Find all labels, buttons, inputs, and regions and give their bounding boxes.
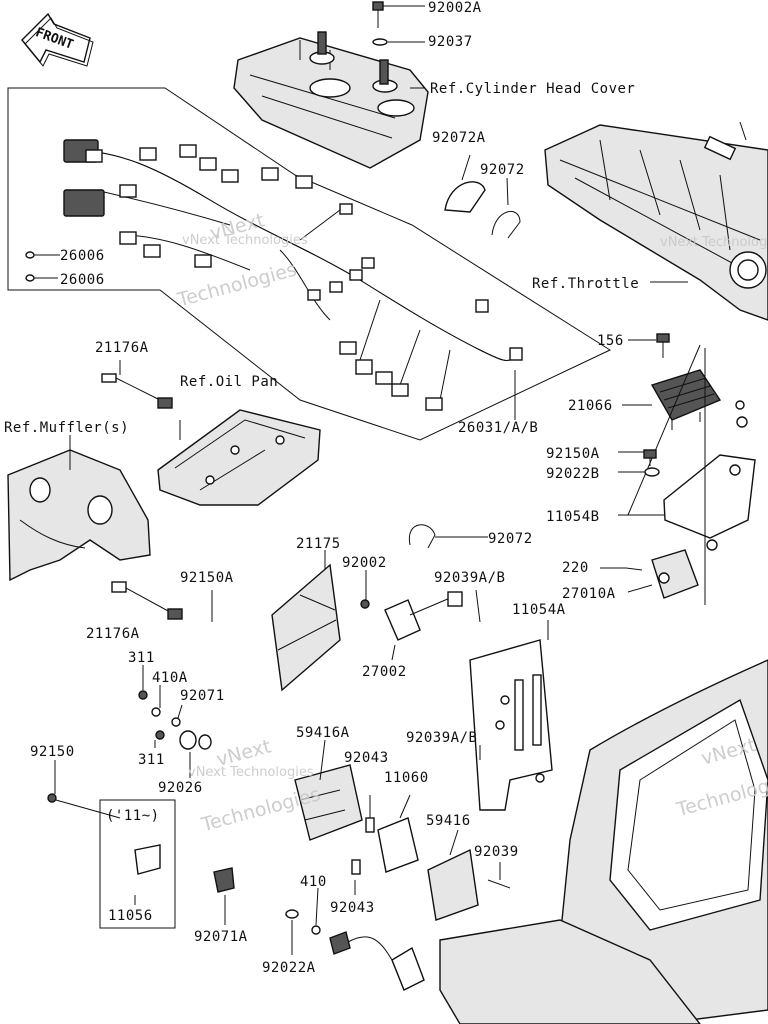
label-92022A: 92022A xyxy=(262,960,316,976)
sensor-21176A-top xyxy=(101,360,173,409)
label-27010A: 27010A xyxy=(562,586,616,602)
bolt-92002 xyxy=(360,599,370,609)
relay-27010A xyxy=(651,549,699,599)
frame xyxy=(559,659,768,1021)
collar-92043-a xyxy=(365,817,375,833)
label-59416A: 59416A xyxy=(296,725,350,741)
watermark-full-3: vNext Technologies xyxy=(660,235,768,250)
label-11054B: 11054B xyxy=(546,509,600,525)
screw-220 xyxy=(625,567,643,571)
label-92150A-right: 92150A xyxy=(546,446,600,462)
label-92039: 92039 xyxy=(474,844,519,860)
clamp-92072 xyxy=(491,177,521,239)
case-59416A xyxy=(294,764,363,841)
label-410A: 410A xyxy=(152,670,188,686)
grommet-92071 xyxy=(171,717,181,727)
part-labels: 92002A 92037 Ref.Cylinder Head Cover 920… xyxy=(4,0,639,976)
label-92071: 92071 xyxy=(180,688,225,704)
bracket-11054A xyxy=(469,639,553,811)
regulator-21066 xyxy=(650,369,748,430)
bottom-frame xyxy=(439,919,701,1024)
label-92072-top: 92072 xyxy=(480,162,525,178)
label-26031: 26031/A/B xyxy=(458,420,538,436)
label-92002A: 92002A xyxy=(428,0,482,16)
label-ref-cylinder-head-cover: Ref.Cylinder Head Cover xyxy=(430,81,635,97)
label-311-b: 311 xyxy=(138,752,165,768)
clip-26006 xyxy=(25,251,58,282)
label-26006-b: 26006 xyxy=(60,272,105,288)
label-92002: 92002 xyxy=(342,555,387,571)
bracket-11054B xyxy=(627,344,756,605)
gasket-11060 xyxy=(377,817,419,873)
collar-92026 xyxy=(179,730,212,750)
clamp-92072-mid xyxy=(408,524,436,549)
label-92150A-left: 92150A xyxy=(180,570,234,586)
collar-92043-b xyxy=(351,859,361,875)
label-ref-oil-pan: Ref.Oil Pan xyxy=(180,374,278,390)
washer-92022A xyxy=(285,909,299,919)
label-21066: 21066 xyxy=(568,398,613,414)
label-156: 156 xyxy=(597,333,624,349)
label-92043-a: 92043 xyxy=(344,750,389,766)
bolt-92039 xyxy=(487,879,511,889)
label-11-note: ('11~) xyxy=(106,808,160,824)
bracket-11056 xyxy=(99,799,176,929)
watermark-company: Technologies xyxy=(174,258,299,311)
sensor-bottom xyxy=(329,931,425,991)
throttle-body xyxy=(544,121,768,321)
label-92071A: 92071A xyxy=(194,929,248,945)
nut-410A xyxy=(151,707,161,717)
label-ref-muffler: Ref.Muffler(s) xyxy=(4,420,129,436)
label-21176A-bottom: 21176A xyxy=(86,626,140,642)
label-11056: 11056 xyxy=(108,908,153,924)
nut-311-a xyxy=(138,690,148,700)
leader-lines xyxy=(54,5,688,955)
grommet-92071A xyxy=(213,867,235,893)
bolt-92002A xyxy=(372,1,388,46)
watermark-full: vNext Technologies xyxy=(182,233,308,248)
oil-pan xyxy=(157,409,321,506)
label-92037: 92037 xyxy=(428,34,473,50)
relay-27002 xyxy=(384,591,463,641)
nut-311-b xyxy=(155,730,165,740)
label-11054A: 11054A xyxy=(512,602,566,618)
label-92022B: 92022B xyxy=(546,466,600,482)
label-92026: 92026 xyxy=(158,780,203,796)
bolt-156 xyxy=(656,333,670,358)
bolt-92150A-right xyxy=(643,449,657,466)
label-311-a: 311 xyxy=(128,650,155,666)
label-26006-a: 26006 xyxy=(60,248,105,264)
cylinder-head-cover xyxy=(233,31,429,169)
wiring-harness-26031 xyxy=(63,139,523,411)
label-410: 410 xyxy=(300,874,327,890)
label-92043-b: 92043 xyxy=(330,900,375,916)
nut-410 xyxy=(311,925,321,935)
ecu-21175 xyxy=(271,563,341,692)
bolt-92150 xyxy=(47,793,121,819)
label-92150: 92150 xyxy=(30,744,75,760)
label-92039AB-mid: 92039A/B xyxy=(406,730,477,746)
cover-59416 xyxy=(427,848,479,921)
label-92039AB-top: 92039A/B xyxy=(434,570,505,586)
label-220: 220 xyxy=(562,560,589,576)
front-arrow: FRONT xyxy=(21,12,94,67)
label-92072-mid: 92072 xyxy=(488,531,533,547)
label-92072A: 92072A xyxy=(432,130,486,146)
sensor-21176A-bottom xyxy=(111,581,183,620)
label-ref-throttle: Ref.Throttle xyxy=(532,276,639,292)
label-59416: 59416 xyxy=(426,813,471,829)
clamp-92072A xyxy=(444,154,486,213)
label-11060: 11060 xyxy=(384,770,429,786)
washer-92022B xyxy=(644,467,660,477)
label-27002: 27002 xyxy=(362,664,407,680)
label-21176A-top: 21176A xyxy=(95,340,149,356)
muffler xyxy=(7,449,151,582)
watermark-full-2: vNext Technologies xyxy=(188,765,314,780)
label-21175: 21175 xyxy=(296,536,341,552)
